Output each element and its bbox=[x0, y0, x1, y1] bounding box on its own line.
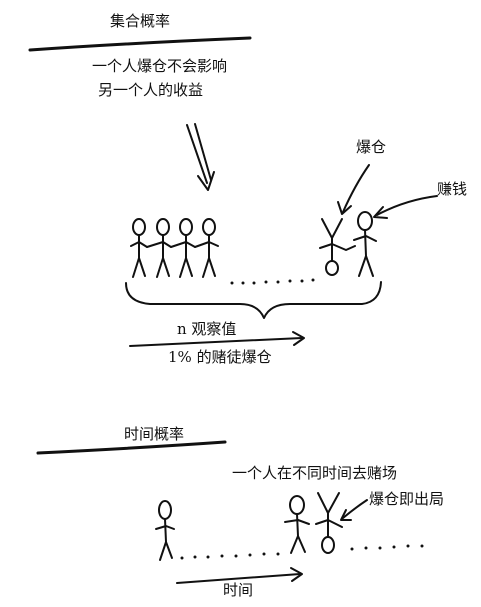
time-arrow-label: 时间 bbox=[223, 581, 254, 599]
observations-label: n 观察值 bbox=[177, 320, 237, 338]
earning-figure-icon bbox=[353, 211, 377, 277]
stick-figure-4 bbox=[194, 218, 219, 278]
ensemble-title-underline bbox=[28, 36, 252, 52]
earn-label: 赚钱 bbox=[437, 180, 468, 198]
dotted-line-time bbox=[180, 544, 424, 560]
ensemble-note-line2: 另一个人的收益 bbox=[98, 81, 204, 99]
time-busted-figure-icon bbox=[315, 492, 343, 554]
busted-figure-icon bbox=[319, 218, 356, 276]
bust-pointer-arrow-icon bbox=[337, 164, 370, 215]
stick-figure-3 bbox=[170, 218, 196, 278]
time-title: 时间概率 bbox=[124, 425, 185, 443]
right-arrow-ensemble bbox=[129, 331, 305, 347]
bust-label: 爆仓 bbox=[356, 138, 387, 156]
ensemble-note-line1: 一个人爆仓不会影响 bbox=[92, 57, 228, 75]
time-note: 一个人在不同时间去赌场 bbox=[232, 464, 398, 482]
stick-figure-2 bbox=[146, 218, 172, 278]
bust-exit-label: 爆仓即出局 bbox=[369, 490, 445, 508]
ensemble-title: 集合概率 bbox=[110, 12, 171, 30]
right-arrow-time bbox=[176, 567, 303, 584]
time-title-underline bbox=[36, 440, 227, 455]
stick-figure-group bbox=[130, 218, 219, 278]
stick-figure-1 bbox=[130, 218, 148, 278]
time-figure-left bbox=[155, 500, 175, 561]
bust-percent-label: 1% 的赌徒爆仓 bbox=[168, 348, 272, 366]
time-figure-right bbox=[284, 495, 310, 554]
observations-brace bbox=[125, 281, 382, 319]
earn-pointer-arrow-icon bbox=[373, 195, 438, 219]
down-arrow-icon bbox=[186, 123, 215, 191]
bust-exit-pointer-arrow-icon bbox=[340, 499, 368, 521]
dotted-line-ensemble bbox=[230, 278, 315, 285]
